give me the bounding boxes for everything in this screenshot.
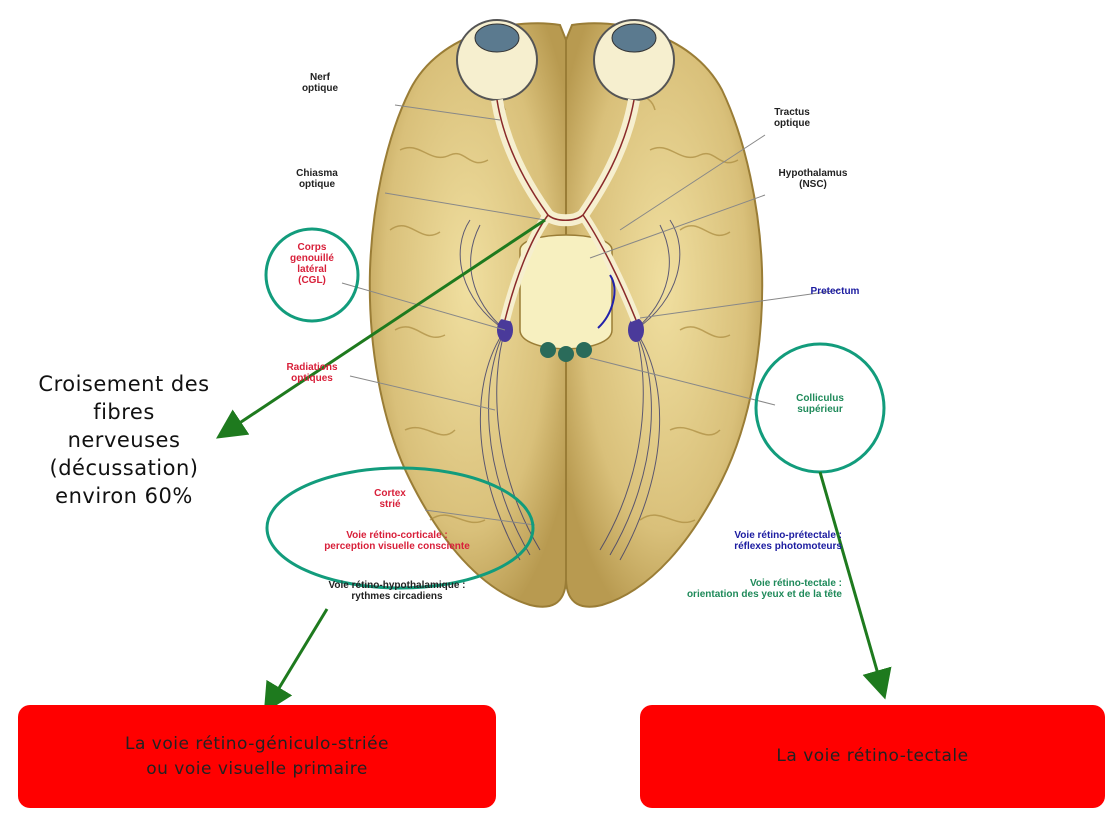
label-colliculus-superieur: Colliculus supérieur [770, 393, 870, 415]
label-cortex-strie: Cortex strié [350, 488, 430, 510]
label-voie-retino-corticale: Voie rétino-corticale : perception visue… [282, 530, 512, 552]
brain-underside [370, 23, 762, 607]
label-tractus-optique: Tractus optique [752, 107, 832, 129]
label-pretectum: Pretectum [785, 286, 885, 297]
label-hypothalamus: Hypothalamus (NSC) [758, 168, 868, 190]
box-voie-retino-tectale: La voie rétino-tectale [640, 705, 1105, 808]
label-radiations-optiques: Radiations optiques [268, 362, 356, 384]
label-voie-retino-hypothalamique: Voie rétino-hypothalamique : rythmes cir… [282, 580, 512, 602]
annotation-croisement: Croisement des fibres nerveuses (décussa… [4, 370, 244, 510]
box-voie-primaire: La voie rétino-géniculo-striée ou voie v… [18, 705, 496, 808]
label-voie-retino-pretectale: Voie rétino-prétectale : réflexes photom… [672, 530, 842, 552]
label-voie-retino-tectale: Voie rétino-tectale : orientation des ye… [598, 578, 842, 600]
label-chiasma-optique: Chiasma optique [282, 168, 352, 190]
label-nerf-optique: Nerf optique [290, 72, 350, 94]
label-cgl: Corps genouillé latéral (CGL) [280, 242, 344, 286]
